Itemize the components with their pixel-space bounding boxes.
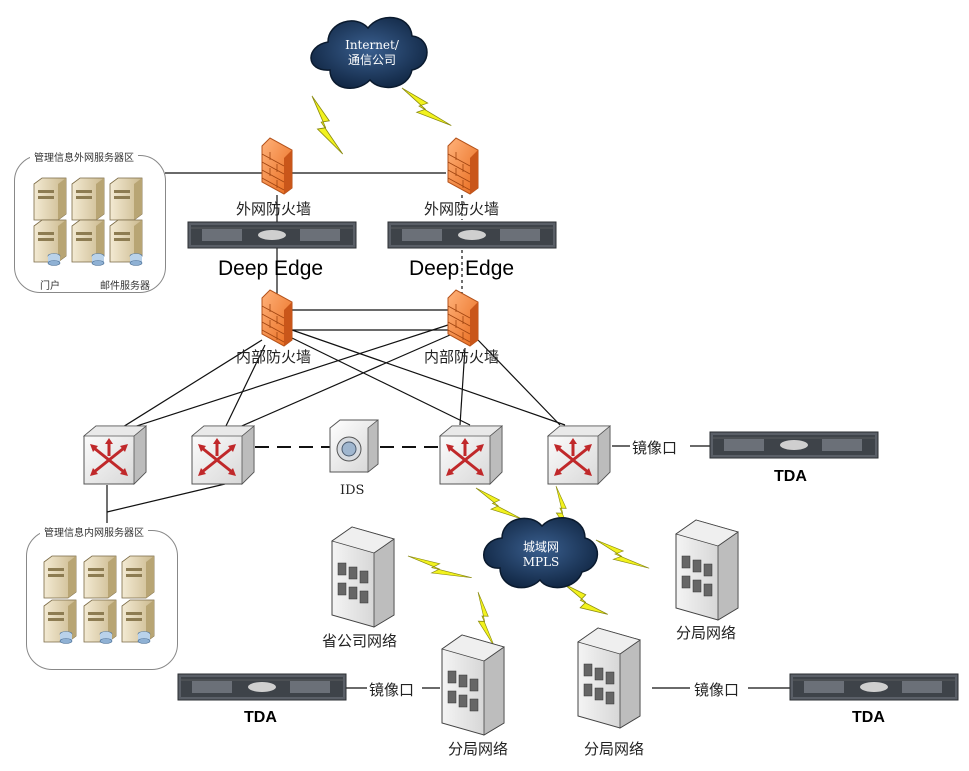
mpls-cloud-line2: MPLS — [522, 555, 560, 569]
ids-label: IDS — [340, 483, 365, 498]
branch-network-bottom-left-label: 分局网络 — [448, 740, 509, 758]
tda-appliance-icon — [709, 431, 879, 459]
firewall-icon — [447, 137, 479, 195]
internet-cloud-line1: Internet/ — [345, 38, 399, 52]
external-firewall-right-label: 外网防火墙 — [424, 200, 500, 218]
deep-edge-left-label: Deep Edge — [218, 257, 324, 280]
provincial-network-label: 省公司网络 — [322, 632, 398, 650]
portal-label: 门户 — [40, 281, 60, 292]
internet-cloud-line2: 通信公司 — [347, 53, 396, 67]
external-firewall-left-label: 外网防火墙 — [236, 200, 312, 218]
external-server-zone-title: 管理信息外网服务器区 — [30, 148, 138, 165]
mirror-port-top-label: 镜像口 — [632, 439, 678, 457]
mpls-cloud-line1: 城域网 — [522, 540, 559, 554]
switch-icon — [438, 424, 504, 486]
switch-icon — [82, 424, 148, 486]
tda-bottom-right-label: TDA — [852, 709, 885, 726]
branch-network-bottom-right-label: 分局网络 — [584, 740, 645, 758]
internal-firewall-left-label: 内部防火墙 — [236, 348, 312, 366]
mail-server-label: 邮件服务器 — [100, 281, 150, 292]
internal-firewall-right-label: 内部防火墙 — [424, 348, 500, 366]
deep-edge-right-label: Deep Edge — [409, 257, 515, 280]
switch-icon — [190, 424, 256, 486]
tda-appliance-icon — [177, 673, 347, 701]
internal-server-zone — [26, 530, 178, 670]
mpls-cloud-icon — [483, 517, 599, 589]
deep-edge-appliance-icon — [187, 221, 357, 249]
internet-cloud-label: Internet/ 通信公司 — [334, 38, 410, 68]
tda-top-label: TDA — [774, 468, 807, 485]
deep-edge-appliance-icon — [387, 221, 557, 249]
building-icon — [441, 634, 505, 736]
ids-sensor-icon — [329, 419, 379, 473]
firewall-icon — [447, 289, 479, 347]
firewall-icon — [261, 137, 293, 195]
mpls-cloud-label: 城域网 MPLS — [506, 540, 576, 570]
mirror-port-bottom-left-label: 镜像口 — [369, 681, 415, 699]
building-icon — [331, 526, 395, 628]
building-icon — [577, 627, 641, 729]
mirror-port-bottom-right-label: 镜像口 — [694, 681, 740, 699]
building-icon — [675, 519, 739, 621]
branch-network-right-label: 分局网络 — [676, 624, 737, 642]
internal-server-zone-title: 管理信息内网服务器区 — [40, 523, 148, 540]
external-server-zone — [14, 155, 166, 293]
switch-icon — [546, 424, 612, 486]
tda-appliance-icon — [789, 673, 959, 701]
connection-lines — [106, 172, 790, 689]
internet-cloud-icon — [310, 16, 428, 89]
firewall-icon — [261, 289, 293, 347]
tda-bottom-left-label: TDA — [244, 709, 277, 726]
